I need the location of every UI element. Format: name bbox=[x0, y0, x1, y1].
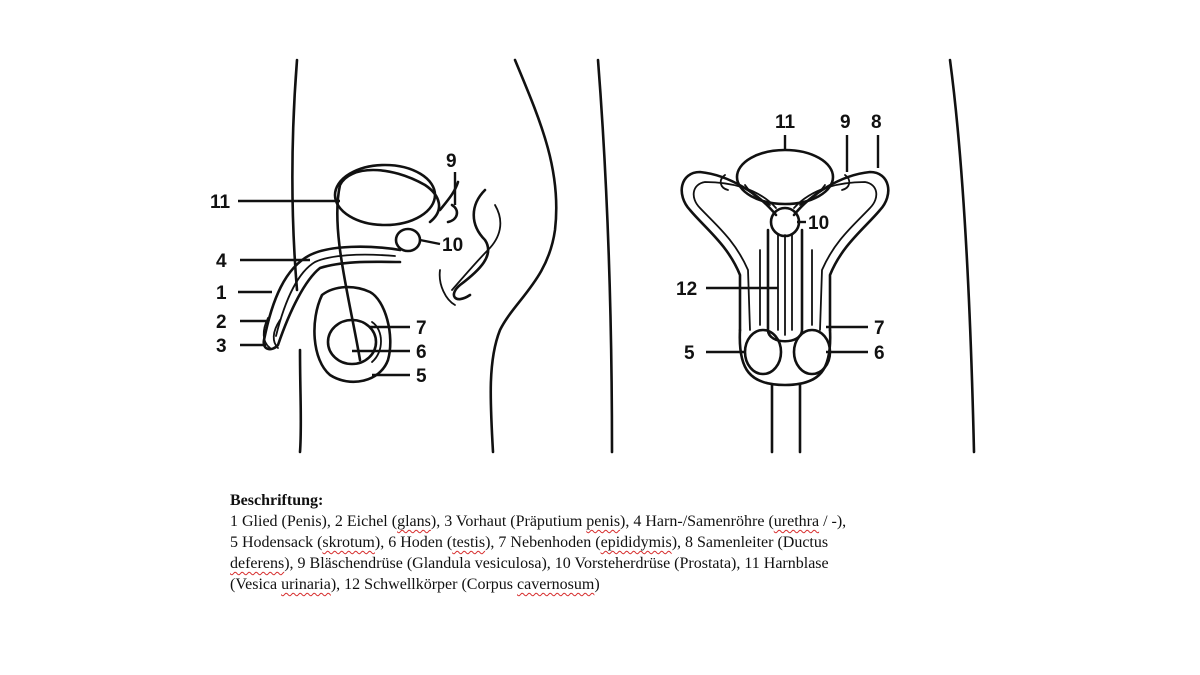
legend-seg: (Vesica bbox=[230, 576, 282, 593]
label-front-8: 8 bbox=[871, 112, 882, 133]
label-front-6: 6 bbox=[874, 343, 885, 364]
label-front-5: 5 bbox=[684, 343, 695, 364]
legend-term: skrotum bbox=[322, 534, 375, 551]
legend-seg: ), 4 Harn-/Samenröhre ( bbox=[620, 513, 774, 530]
testis-side bbox=[326, 318, 378, 366]
label-side-9: 9 bbox=[446, 151, 457, 172]
label-front-12: 12 bbox=[676, 279, 697, 300]
vas-deferens-front-left-inner bbox=[692, 181, 777, 331]
corpus-cavernosum-front bbox=[777, 234, 793, 336]
label-front-11: 11 bbox=[775, 112, 796, 133]
seminal-vesicle-side bbox=[438, 180, 460, 224]
prostate-side bbox=[394, 227, 422, 253]
bladder-front bbox=[735, 148, 835, 206]
legs-outline bbox=[770, 383, 802, 454]
label-side-7: 7 bbox=[416, 318, 427, 339]
vas-deferens-front-right-inner bbox=[793, 181, 878, 331]
legend-seg: ), 7 Nebenhoden ( bbox=[485, 534, 601, 551]
legend-term: testis bbox=[452, 534, 486, 551]
label-side-11: 11 bbox=[210, 192, 231, 213]
label-side-10: 10 bbox=[442, 235, 463, 256]
rectum-outline bbox=[452, 188, 490, 301]
label-front-7: 7 bbox=[874, 318, 885, 339]
rectum-inner bbox=[438, 204, 502, 306]
label-side-3: 3 bbox=[216, 336, 227, 357]
legend-seg: ), 3 Vorhaut (Präputium bbox=[430, 513, 587, 530]
left-body-outline bbox=[596, 58, 614, 454]
legend-term: glans bbox=[397, 513, 431, 530]
legend-term: deferens bbox=[230, 555, 285, 572]
legend-seg: 5 Hodensack ( bbox=[230, 534, 323, 551]
front-view-diagram: 11 9 8 10 12 7 5 6 bbox=[596, 58, 976, 454]
label-side-5: 5 bbox=[416, 366, 427, 387]
label-side-1: 1 bbox=[216, 283, 227, 304]
legend-term: epididymis bbox=[600, 534, 672, 551]
legend-heading: Beschriftung: bbox=[230, 492, 324, 509]
scrotum-front bbox=[738, 328, 832, 387]
legend-term: cavernosum bbox=[517, 576, 595, 593]
legend: Beschriftung: 1 Glied (Penis), 2 Eichel … bbox=[230, 490, 990, 595]
label-side-4: 4 bbox=[216, 251, 227, 272]
label-front-10: 10 bbox=[808, 213, 829, 234]
legend-seg: ), 12 Schwellkörper (Corpus bbox=[330, 576, 518, 593]
legend-seg: 1 Glied (Penis), 2 Eichel ( bbox=[230, 513, 398, 530]
testis-front-right bbox=[792, 328, 832, 376]
legend-seg: ), 6 Hoden ( bbox=[374, 534, 453, 551]
back-outline bbox=[489, 58, 558, 454]
penis-side bbox=[262, 245, 402, 351]
seminal-vesicle-front-right bbox=[799, 174, 851, 206]
label-front-9: 9 bbox=[840, 112, 851, 133]
leader-10 bbox=[419, 238, 441, 246]
legend-term: urethra bbox=[773, 513, 820, 530]
urethra-side bbox=[275, 253, 396, 337]
epididymis-side bbox=[371, 321, 382, 363]
testis-front-left bbox=[743, 328, 783, 376]
legend-seg: ) bbox=[594, 576, 600, 593]
abdomen-outline bbox=[291, 58, 303, 454]
side-view-diagram: 11 9 4 10 1 2 3 7 6 5 bbox=[210, 58, 558, 454]
scrotum-side bbox=[313, 285, 392, 384]
legend-seg: / -), bbox=[819, 513, 847, 530]
label-side-2: 2 bbox=[216, 312, 227, 333]
seminal-vesicle-front-left bbox=[719, 174, 771, 206]
legend-term: penis bbox=[586, 513, 621, 530]
legend-seg: ), 9 Bläschendrüse (Glandula vesiculosa)… bbox=[284, 555, 829, 572]
glans-side bbox=[262, 317, 281, 349]
prostate-front bbox=[769, 206, 801, 238]
legend-seg: ), 8 Samenleiter (Ductus bbox=[671, 534, 829, 551]
right-body-outline bbox=[948, 58, 976, 454]
label-side-6: 6 bbox=[416, 342, 427, 363]
legend-text: 1 Glied (Penis), 2 Eichel (glans), 3 Vor… bbox=[230, 511, 990, 595]
legend-term: urinaria bbox=[281, 576, 331, 593]
